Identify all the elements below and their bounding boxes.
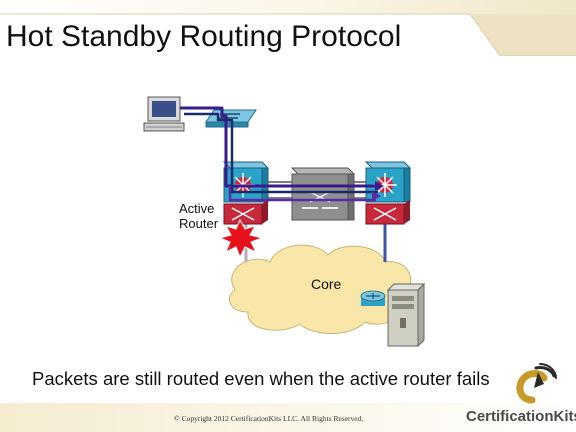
router-icon: [223, 200, 268, 225]
active-label-line2: Router: [179, 216, 219, 231]
title-bar: [0, 0, 576, 56]
router-icon: [360, 290, 386, 306]
active-label-line1: Active: [179, 201, 215, 216]
workstation-icon: [143, 96, 185, 132]
slide-caption: Packets are still routed even when the a…: [32, 368, 490, 389]
failure-burst-icon: [218, 218, 264, 259]
server-icon: [386, 282, 426, 348]
brand-name: CertificationKits: [466, 408, 576, 425]
core-switch-icon: [290, 167, 356, 221]
footer-bar: [0, 403, 576, 432]
logo-icon: [516, 363, 557, 404]
core-label: Core: [311, 276, 342, 292]
slide-title: Hot Standby Routing Protocol: [6, 20, 402, 53]
copyright-text: © Copyright 2012 CertificationKits LLC. …: [174, 414, 364, 423]
packet-path: [180, 106, 384, 202]
router-icon: [365, 200, 410, 225]
